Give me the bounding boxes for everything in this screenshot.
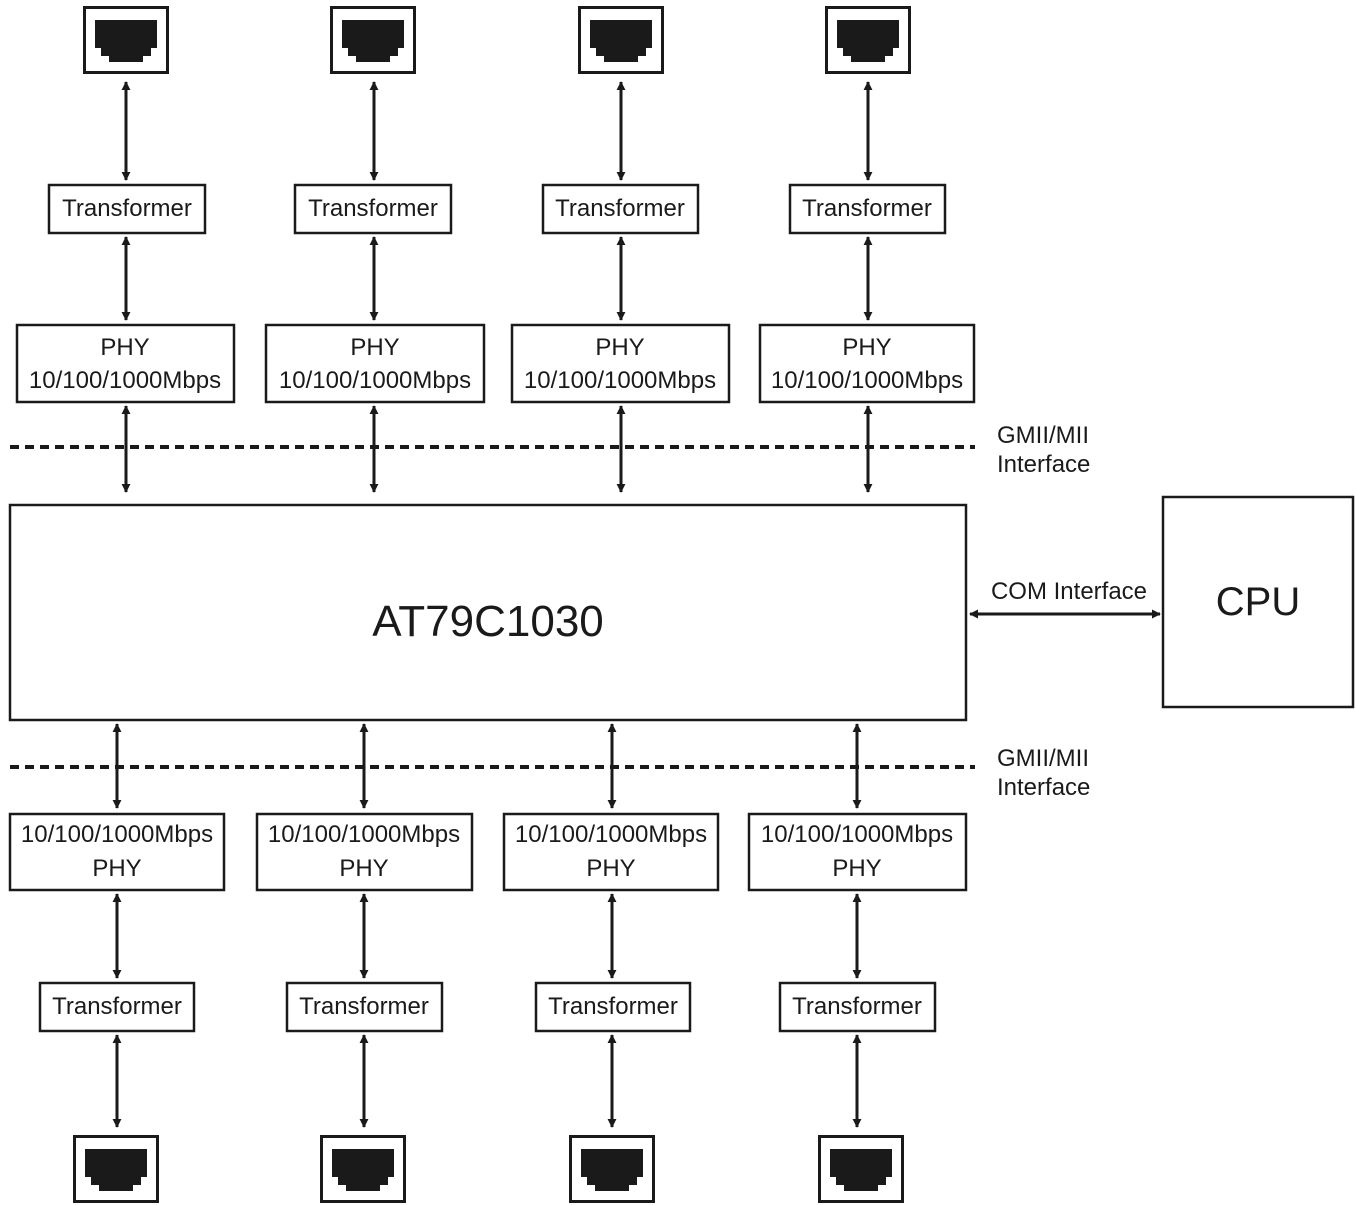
phy-box	[502, 812, 720, 892]
phy-speed-label: 10/100/1000Mbps	[279, 367, 471, 394]
transformer-label: Transformer	[52, 993, 182, 1020]
top-port-1: Transformer PHY 10/100/1000Mbps	[15, 6, 236, 493]
phy-box	[8, 812, 226, 892]
rj45-jack-icon	[578, 6, 664, 74]
rj45-jack-icon	[83, 6, 169, 74]
phy-label: PHY	[350, 334, 399, 361]
phy-box	[264, 323, 486, 404]
transformer-box	[293, 183, 453, 235]
phy-speed-label: 10/100/1000Mbps	[21, 821, 213, 848]
transformer-label: Transformer	[62, 195, 192, 222]
rj45-jack-icon	[818, 1135, 904, 1203]
bottom-port-1: 10/100/1000Mbps PHY Transformer	[8, 723, 226, 1203]
transformer-label: Transformer	[299, 993, 429, 1020]
phy-box	[15, 323, 236, 404]
rj45-jack-icon	[569, 1135, 655, 1203]
phy-speed-label: 10/100/1000Mbps	[268, 821, 460, 848]
switch-chip-box	[8, 503, 968, 722]
phy-speed-label: 10/100/1000Mbps	[524, 367, 716, 394]
top-port-4: Transformer PHY 10/100/1000Mbps	[758, 6, 976, 493]
bottom-port-4: 10/100/1000Mbps PHY Transformer	[747, 723, 968, 1203]
transformer-box	[778, 981, 937, 1033]
phy-label: PHY	[586, 855, 635, 882]
top-port-2: Transformer PHY 10/100/1000Mbps	[264, 6, 486, 493]
phy-speed-label: 10/100/1000Mbps	[771, 367, 963, 394]
transformer-box	[285, 981, 444, 1033]
transformer-label: Transformer	[555, 195, 685, 222]
phy-box	[255, 812, 474, 892]
phy-label: PHY	[100, 334, 149, 361]
gmii-bottom-label-line1: GMII/MII	[997, 745, 1089, 772]
rj45-jack-icon	[320, 1135, 406, 1203]
transformer-box	[534, 981, 692, 1033]
bottom-port-3: 10/100/1000Mbps PHY Transformer	[502, 723, 720, 1203]
bottom-port-2: 10/100/1000Mbps PHY Transformer	[255, 723, 474, 1203]
top-port-3: Transformer PHY 10/100/1000Mbps	[510, 6, 731, 493]
transformer-label: Transformer	[308, 195, 438, 222]
transformer-box	[788, 183, 947, 235]
cpu-box	[1161, 495, 1355, 709]
gmii-top-label-line1: GMII/MII	[997, 422, 1089, 449]
phy-speed-label: 10/100/1000Mbps	[761, 821, 953, 848]
gmii-top-label-line2: Interface	[997, 451, 1090, 478]
phy-speed-label: 10/100/1000Mbps	[515, 821, 707, 848]
switch-chip-label: AT79C1030	[372, 597, 604, 646]
transformer-box	[541, 183, 700, 235]
transformer-label: Transformer	[548, 993, 678, 1020]
rj45-jack-icon	[330, 6, 416, 74]
cpu-label: CPU	[1216, 580, 1300, 624]
phy-box	[758, 323, 976, 404]
phy-label: PHY	[92, 855, 141, 882]
rj45-jack-icon	[825, 6, 911, 74]
phy-label: PHY	[339, 855, 388, 882]
phy-label: PHY	[842, 334, 891, 361]
com-interface-label: COM Interface	[991, 578, 1147, 605]
phy-label: PHY	[595, 334, 644, 361]
phy-box	[747, 812, 968, 892]
phy-speed-label: 10/100/1000Mbps	[29, 367, 221, 394]
phy-label: PHY	[832, 855, 881, 882]
transformer-box	[47, 183, 207, 235]
phy-box	[510, 323, 731, 404]
rj45-jack-icon	[73, 1135, 159, 1203]
transformer-box	[38, 981, 196, 1033]
transformer-label: Transformer	[802, 195, 932, 222]
gmii-bottom-label-line2: Interface	[997, 774, 1090, 801]
transformer-label: Transformer	[792, 993, 922, 1020]
